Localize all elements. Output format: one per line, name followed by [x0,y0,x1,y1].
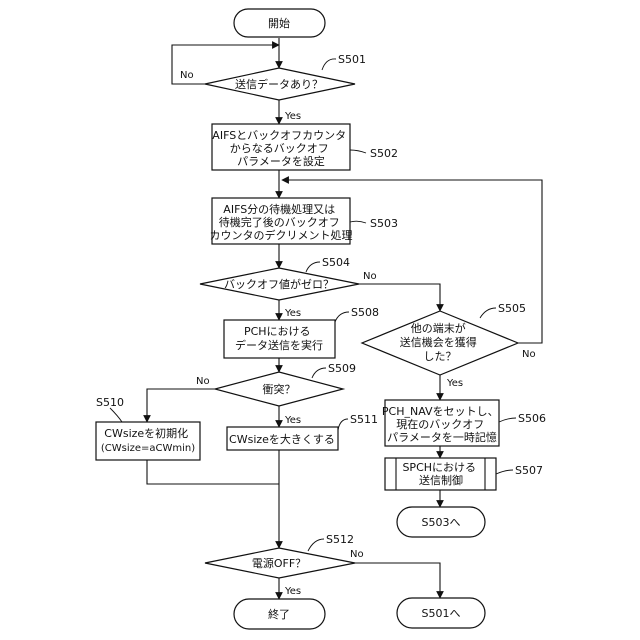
s507-line-2: 送信制御 [419,473,463,487]
s503-line-3: カウンタのデクリメント処理 [210,228,353,242]
s507-leader [496,470,513,474]
s510-line-2: (CWsize=aCWmin) [101,443,195,454]
s501-no-label: No [180,70,194,81]
arrow-s512-no-s501 [355,563,440,598]
s508-line-2: データ送信を実行 [235,338,323,352]
s502-line-2: からなるバックオフ [230,142,329,155]
s502-line-1: AIFSとバックオフカウンタ [212,129,346,142]
s509-text: 衝突？ [263,382,296,396]
s506-label: S506 [518,412,546,425]
s503-line-2: 待機完了後のバックオフ [219,215,340,229]
s501-leader [322,59,336,70]
s505-line-1: 他の端末が [411,321,466,335]
s502-label: S502 [370,147,398,160]
s508-leader [335,312,349,322]
goto-s503-terminal: S503へ [397,507,485,537]
s507-label: S507 [515,464,543,477]
s501-yes-label: Yes [284,111,301,122]
s512-no-label: No [350,549,364,560]
s512-yes-label: Yes [284,586,301,597]
s511-process: CWsizeを大きくする [227,427,338,450]
s509-decision: 衝突？ [215,372,343,406]
s512-label: S512 [326,533,354,546]
s503-line-1: AIFS分の待機処理又は [223,202,335,216]
s501-decision: 送信データあり？ [205,68,355,100]
s505-decision: 他の端末が 送信機会を獲得 した？ [362,311,518,375]
s511-leader [338,419,348,430]
s512-leader [308,539,324,551]
svg-text:AIFS分の待機処理又は 待機完了後のバックオフ: AIFS分の待機処理又は 待機完了後のバックオフ カウンタのデクリメント処理 [210,202,353,242]
s510-process: CWsizeを初期化 (CWsize=aCWmin) [96,422,200,460]
merge-s510 [147,460,279,484]
goto-s501-terminal: S501へ [397,598,485,628]
arrow-s509-no-s510 [147,389,215,422]
start-text: 開始 [268,16,290,30]
s502-process: AIFSとバックオフカウンタ からなるバックオフ パラメータを設定 [212,124,350,170]
s503-process: AIFS分の待機処理又は 待機完了後のバックオフ カウンタのデクリメント処理 [210,198,353,244]
s509-no-label: No [196,376,210,387]
s508-label: S508 [351,306,379,319]
svg-text:PCHにおける データ送信を実行: PCHにおける データ送信を実行 [235,325,323,352]
s508-process: PCHにおける データ送信を実行 [224,320,335,358]
s507-line-1: SPCHにおける [402,461,476,474]
s501-text: 送信データあり？ [235,77,323,91]
s505-line-3: した？ [424,350,457,363]
s506-process: PCH_NAVをセットし、 現在のバックオフ パラメータを一時記憶 [382,400,502,446]
s509-yes-label: Yes [284,415,301,426]
goto-s503-text: S503へ [422,516,461,529]
s504-decision: バックオフ値がゼロ？ [200,268,359,300]
s512-text: 電源OFF？ [252,556,306,570]
s503-leader [350,221,366,223]
s503-label: S503 [370,217,398,230]
end-terminal: 終了 [234,599,325,629]
s510-leader [110,408,122,422]
s506-line-1: PCH_NAVをセットし、 [382,405,499,418]
s507-predefined-process: SPCHにおける 送信制御 [385,458,496,490]
s505-line-2: 送信機会を獲得 [400,335,477,349]
s504-leader [306,262,320,272]
s502-leader [350,150,366,153]
s509-leader [312,368,326,378]
s511-text: CWsizeを大きくする [229,432,335,446]
s506-line-2: 現在のバックオフ [396,418,484,431]
s510-line-1: CWsizeを初期化 [104,426,188,440]
s502-line-3: パラメータを設定 [237,154,325,168]
s504-label: S504 [322,256,350,269]
s505-no-label: No [522,349,536,360]
end-text: 終了 [268,607,290,621]
s511-label: S511 [350,413,378,426]
s505-label: S505 [498,302,526,315]
s512-decision: 電源OFF？ [205,548,355,578]
goto-s501-text: S501へ [422,607,461,620]
s504-text: バックオフ値がゼロ？ [224,277,334,291]
svg-text:PCH_NAVをセットし、 現在のバックオフ: PCH_NAVをセットし、 現在のバックオフ パラメータを一時記憶 [382,405,502,444]
s508-line-1: PCHにおける [244,325,311,338]
start-terminal: 開始 [234,9,325,37]
s506-leader [499,418,516,422]
s504-yes-label: Yes [284,308,301,319]
s510-label: S510 [96,396,124,409]
s506-line-3: パラメータを一時記憶 [387,430,497,444]
s505-yes-label: Yes [446,378,463,389]
s505-leader [480,308,496,318]
s509-label: S509 [328,362,356,375]
s501-label: S501 [338,53,366,66]
s504-no-label: No [363,271,377,282]
